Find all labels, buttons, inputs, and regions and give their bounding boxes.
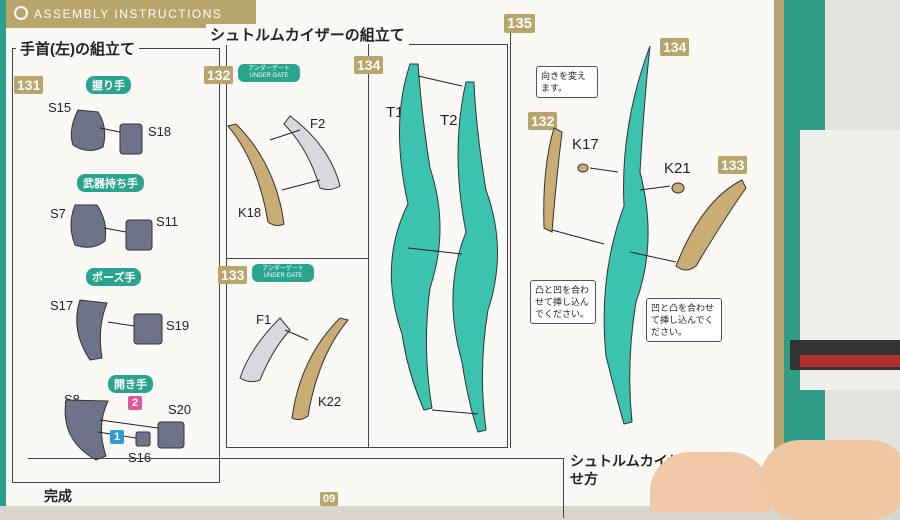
header-title: ASSEMBLY INSTRUCTIONS	[34, 7, 223, 21]
part-k21: K21	[664, 160, 691, 177]
hand-parts-illustration	[64, 109, 185, 461]
background-box-stripe	[800, 355, 900, 367]
part-s7: S7	[50, 206, 66, 221]
ref-134: 134	[660, 38, 690, 56]
note-turn: 向きを変えます。	[536, 66, 598, 98]
part-t1: T1	[386, 104, 404, 121]
marker-1: 1	[110, 430, 125, 444]
part-k18: K18	[238, 205, 262, 220]
part-s20: S20	[168, 402, 192, 417]
sturm-title: シュトルムカイザーの組立て	[206, 24, 409, 45]
part-k22: K22	[318, 394, 342, 409]
part-s11: S11	[156, 214, 179, 229]
complete-panel	[28, 458, 564, 518]
part-s16: S16	[128, 450, 152, 465]
divider-h	[226, 258, 368, 259]
logo-icon	[14, 6, 28, 20]
part-f2: F2	[310, 116, 326, 131]
wrist-title: 手首(左)の組立て	[16, 38, 139, 59]
group-weapon: 武器持ち手	[77, 174, 144, 192]
part-s19: S19	[166, 318, 190, 333]
note-insert-right: 凹と凸を合わせて挿し込んでください。	[646, 298, 722, 342]
partial-step: 09	[320, 492, 339, 506]
part-f1: F1	[256, 312, 272, 327]
step-135-panel	[510, 16, 762, 448]
ref-132: 132	[528, 112, 558, 130]
thumb	[760, 440, 900, 520]
group-open: 開き手	[108, 375, 153, 393]
group-pose: ポーズ手	[86, 268, 142, 286]
step-134: 134	[354, 56, 384, 74]
part-s17: S17	[50, 298, 74, 313]
step-132: 132	[204, 66, 234, 84]
part-k17: K17	[572, 136, 599, 153]
assembly-illustration	[543, 45, 747, 425]
bow-parts-illustration	[227, 63, 498, 433]
step-131: 131	[14, 76, 44, 94]
marker-2: 2	[128, 396, 143, 410]
ref-133: 133	[718, 156, 748, 174]
part-s18: S18	[148, 124, 172, 139]
finger	[650, 452, 770, 512]
page-header: ASSEMBLY INSTRUCTIONS	[6, 0, 256, 28]
part-t2: T2	[440, 112, 458, 129]
note-insert-left: 凸と凹を合わせて挿し込んでください。	[530, 280, 596, 324]
group-grip: 握り手	[86, 76, 131, 94]
gate-133: アンダーゲート UNDER GATE	[252, 264, 314, 282]
part-s15: S15	[48, 100, 72, 115]
step-135: 135	[504, 14, 536, 33]
gate-132: アンダーゲート UNDER GATE	[238, 64, 300, 82]
step-133: 133	[218, 266, 248, 284]
complete-title: 完成	[40, 486, 76, 506]
divider-v	[368, 44, 369, 448]
